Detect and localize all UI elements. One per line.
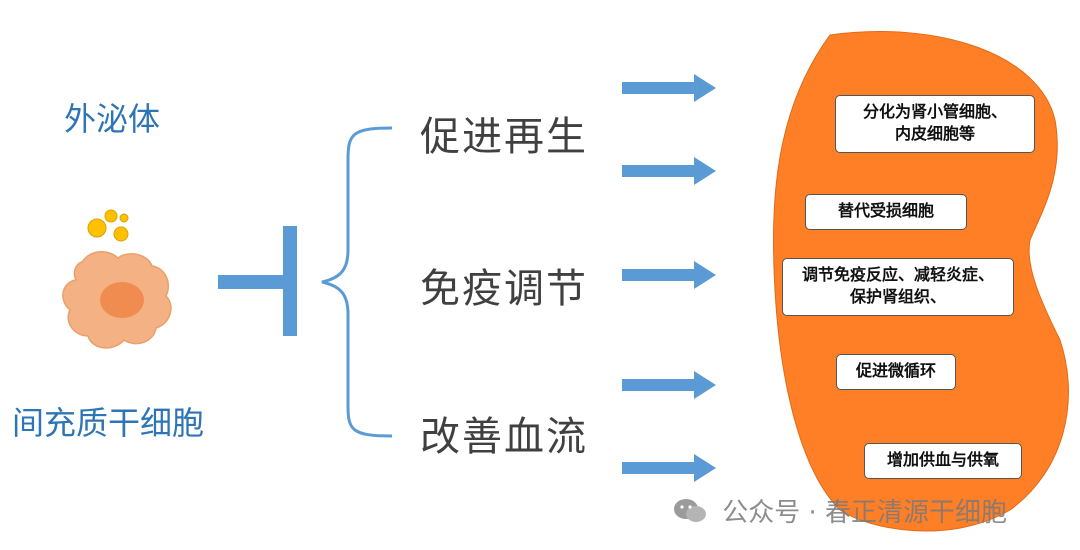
wechat-icon	[672, 497, 708, 525]
arrow	[622, 157, 716, 185]
watermark-text: 公众号 · 春正清源干细胞	[722, 498, 1008, 528]
effect-box-blood-oxygen: 增加供血与供氧	[864, 443, 1022, 479]
arrow	[622, 454, 716, 482]
improve-blood-flow-label: 改善血流	[420, 414, 588, 460]
promote-regeneration-label: 促进再生	[420, 114, 588, 160]
effect-text: 分化为肾小管细胞、	[862, 102, 1007, 121]
effect-text: 调节免疫反应、减轻炎症、	[801, 265, 994, 284]
effect-box-replace-cells: 替代受损细胞	[805, 194, 967, 230]
exosome-vesicle	[87, 218, 107, 238]
msc-cell-illustration	[62, 209, 172, 349]
curly-brace	[321, 126, 393, 438]
exosome-vesicle	[119, 213, 129, 223]
effect-box-microcirculation: 促进微循环	[836, 354, 956, 390]
connector-bar-horizontal	[218, 275, 292, 289]
exosome-label: 外泌体	[64, 100, 161, 138]
arrow	[622, 261, 716, 289]
watermark: 公众号 · 春正清源干细胞	[672, 492, 1007, 529]
effect-text: 保护肾组织、	[849, 287, 946, 306]
effect-text: 替代受损细胞	[837, 201, 934, 220]
effect-box-differentiation: 分化为肾小管细胞、 内皮细胞等	[835, 95, 1035, 153]
effect-box-immune: 调节免疫反应、减轻炎症、 保护肾组织、	[782, 258, 1014, 316]
exosome-vesicle	[113, 226, 129, 242]
immune-regulation-label: 免疫调节	[420, 266, 588, 312]
exosome-vesicle	[104, 209, 118, 223]
msc-label: 间充质干细胞	[12, 404, 205, 442]
connector-bar-vertical	[283, 226, 297, 336]
arrow	[622, 74, 716, 102]
effect-text: 增加供血与供氧	[886, 450, 999, 469]
arrow	[622, 371, 716, 399]
cell-nucleus	[100, 282, 144, 318]
effect-text: 内皮细胞等	[894, 124, 975, 143]
effect-text: 促进微循环	[855, 361, 936, 380]
